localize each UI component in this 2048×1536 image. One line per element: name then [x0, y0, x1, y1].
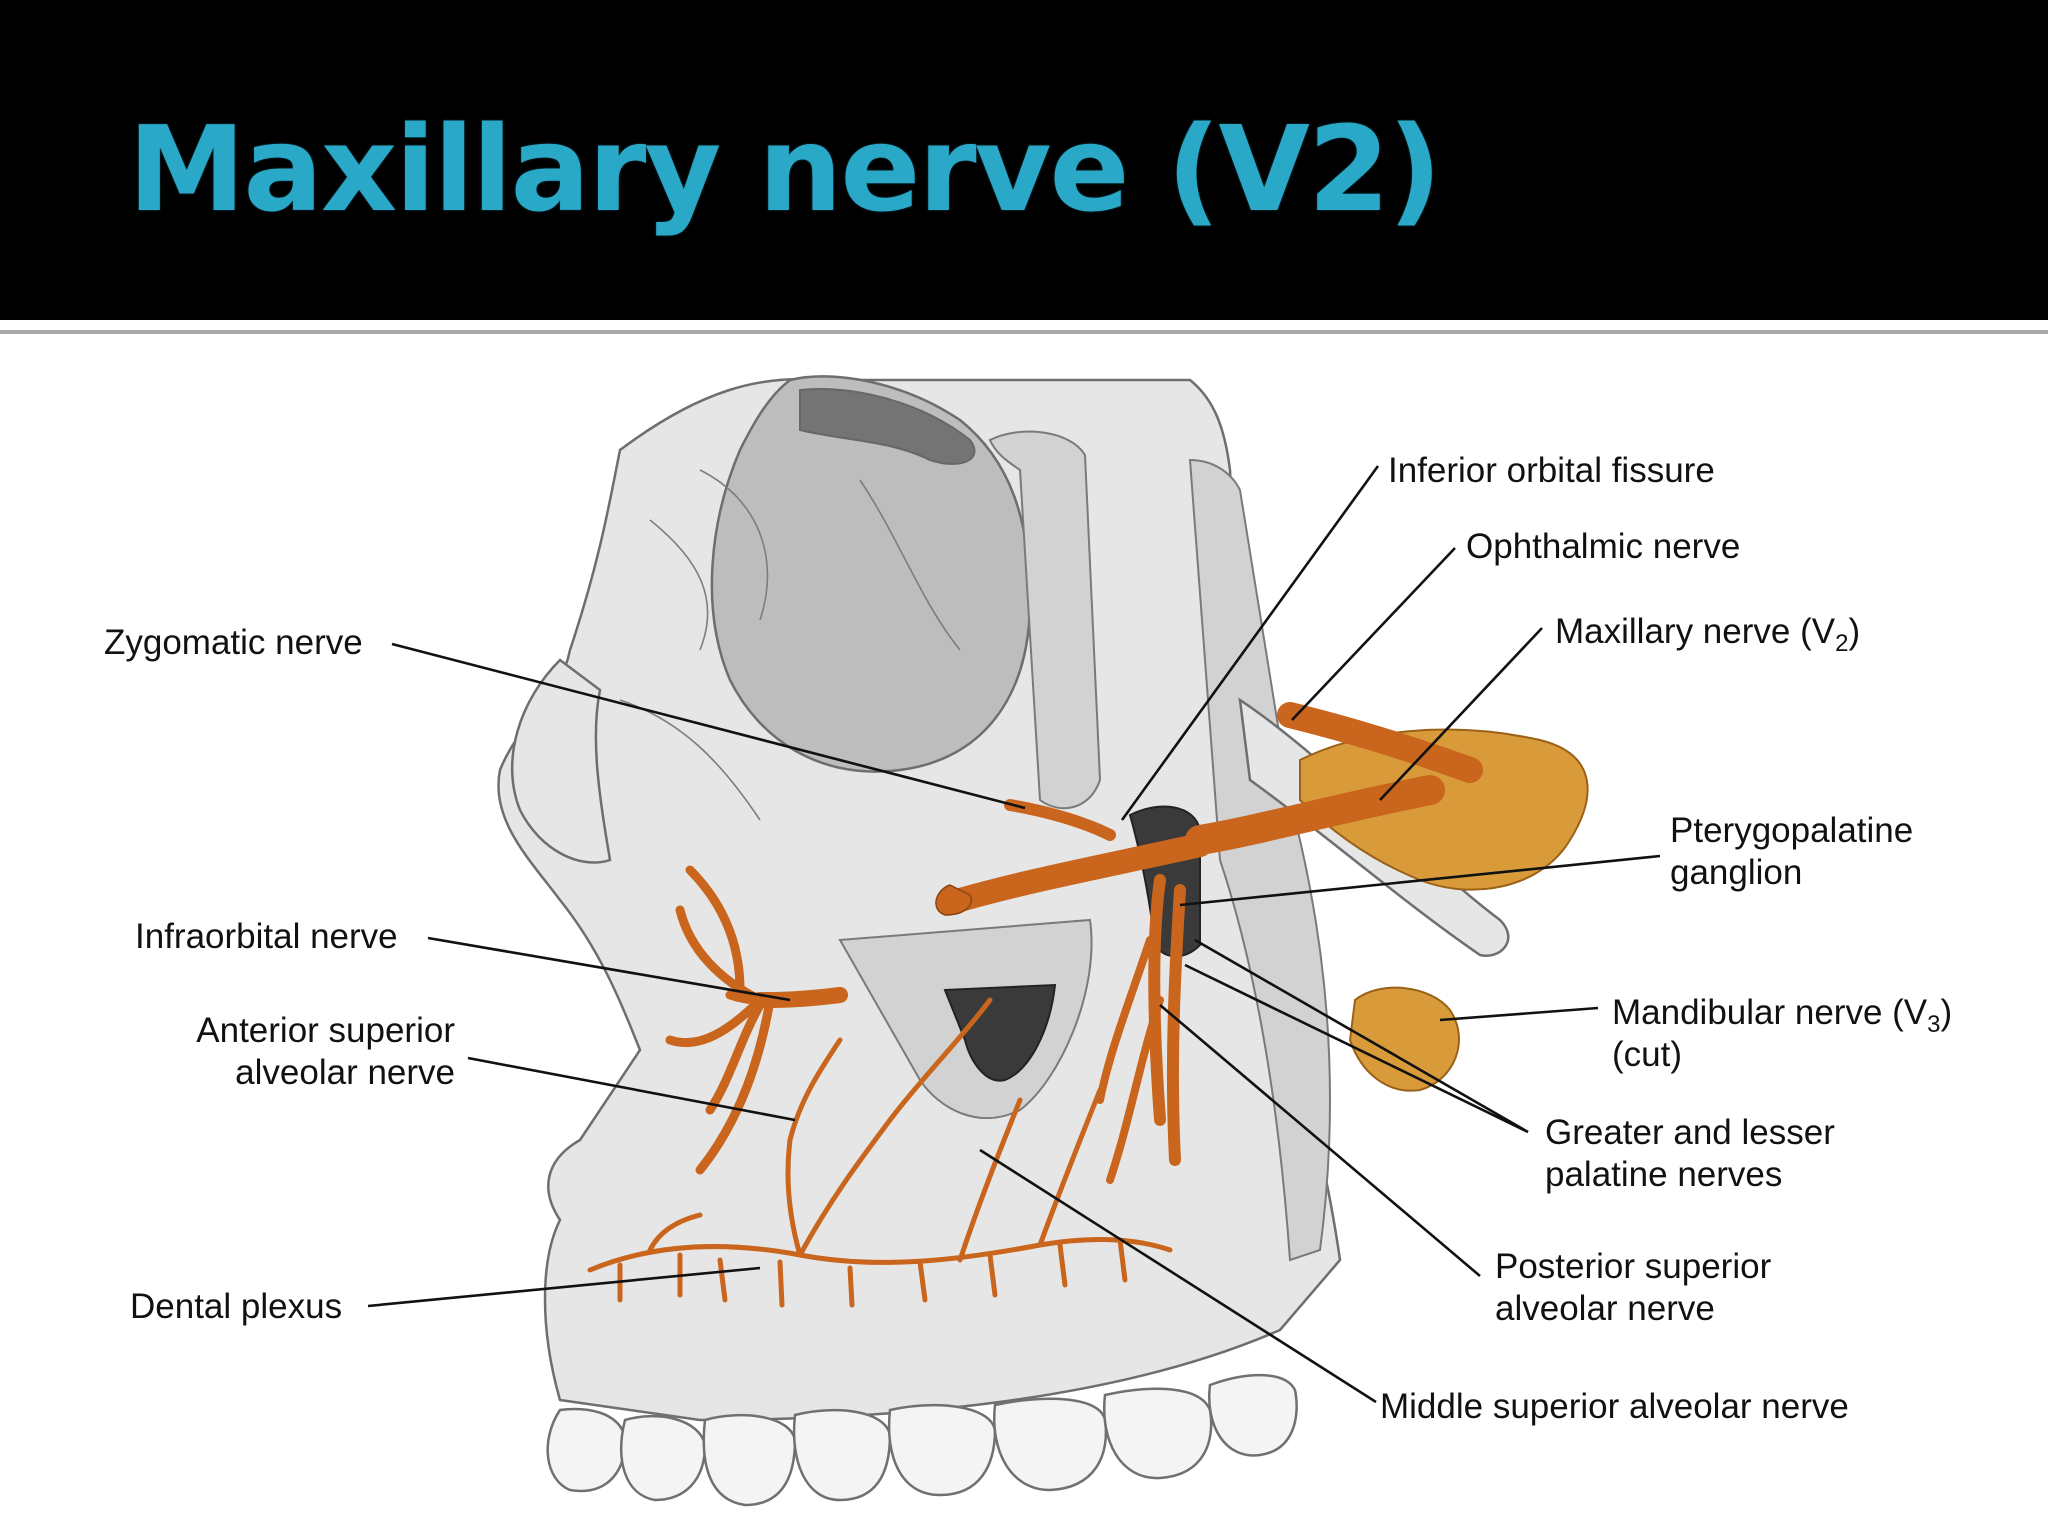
mandibular-nerve-stump	[1348, 986, 1460, 1092]
zygomatic-process	[510, 658, 612, 864]
label-infraorbital-nerve: Infraorbital nerve	[135, 917, 398, 956]
ophthalmic-nerve-trunk	[1277, 702, 1483, 783]
label-posterior-superior-line1: Posterior superior	[1495, 1247, 1772, 1286]
label-ophthalmic-nerve: Ophthalmic nerve	[1466, 527, 1740, 566]
label-anterior-superior-line1: Anterior superior	[196, 1011, 455, 1050]
leader-maxillary-nerve	[1379, 627, 1543, 801]
maxillary-nerve-main	[948, 833, 1212, 912]
leader-mandibular-nerve	[1439, 1006, 1599, 1022]
teeth	[546, 1373, 1298, 1507]
leader-lines	[367, 465, 1661, 1404]
leader-pterygopalatine-ganglion	[1179, 854, 1661, 907]
label-anterior-superior-line2: alveolar nerve	[235, 1053, 455, 1092]
label-middle-superior: Middle superior alveolar nerve	[1380, 1387, 1849, 1426]
label-pterygopalatine-line1: Pterygopalatine	[1670, 811, 1913, 850]
label-inferior-orbital-fissure: Inferior orbital fissure	[1388, 451, 1715, 490]
maxillary-nerve-trunk	[1185, 775, 1445, 855]
label-pterygopalatine-line2: ganglion	[1670, 853, 1802, 892]
label-posterior-superior-line2: alveolar nerve	[1495, 1289, 1715, 1328]
diagram-labels: Inferior orbital fissure Ophthalmic nerv…	[104, 451, 1952, 1426]
leader-dental-plexus	[367, 1266, 761, 1308]
pterygoid-plates	[1188, 458, 1331, 1262]
label-greater-lesser-line2: palatine nerves	[1545, 1155, 1782, 1194]
leader-middle-superior-alveolar	[979, 1148, 1377, 1404]
sinus-opening	[943, 983, 1057, 1082]
leader-zygomatic-nerve	[391, 642, 1026, 810]
orbit-shadow	[799, 388, 976, 465]
infraorbital-nerve-end	[935, 884, 972, 916]
zygomatic-arch-cut	[988, 430, 1102, 810]
posterior-superior-alveolar-branches	[1096, 936, 1164, 1184]
slide-title: Maxillary nerve (V2)	[128, 100, 1442, 238]
orbit	[710, 375, 1032, 773]
leader-inferior-orbital-fissure	[1120, 465, 1380, 821]
trigeminal-ganglion	[1299, 728, 1589, 891]
infraorbital-trunk	[752, 987, 848, 1008]
label-maxillary-nerve: Maxillary nerve (V2)	[1555, 612, 1860, 657]
header-divider	[0, 330, 2048, 334]
leader-anterior-superior-alveolar	[467, 1056, 796, 1122]
leader-infraorbital-nerve	[427, 936, 791, 1002]
suture-lines	[619, 469, 961, 821]
skull-illustration	[497, 375, 1589, 1507]
label-dental-plexus: Dental plexus	[130, 1287, 342, 1326]
label-mandibular-cut: (cut)	[1612, 1035, 1682, 1074]
label-mandibular-nerve: Mandibular nerve (V3)	[1612, 993, 1952, 1038]
slide-header: Maxillary nerve (V2)	[0, 0, 2048, 320]
leader-posterior-superior-alveolar	[1159, 1004, 1481, 1277]
leader-greater-palatine-1	[1194, 938, 1529, 1134]
leader-ophthalmic-nerve	[1291, 547, 1456, 721]
leader-greater-palatine-2	[1184, 963, 1529, 1134]
label-greater-lesser-line1: Greater and lesser	[1545, 1113, 1835, 1152]
label-zygomatic-nerve: Zygomatic nerve	[104, 623, 363, 662]
